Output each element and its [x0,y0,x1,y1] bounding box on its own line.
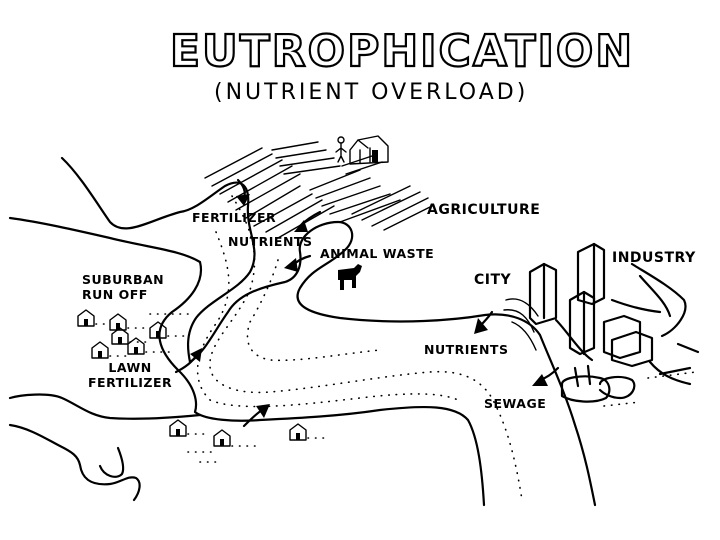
label-fertilizer: FERTILIZER [192,210,277,225]
arrow-icon [174,178,560,428]
page-title: EUTROPHICATION [169,25,635,78]
current-line-2 [196,231,463,408]
river-lower-bank [8,216,486,507]
current-line-3 [246,259,381,362]
farmer-icon [335,136,347,163]
river-tributary [98,446,125,478]
house-icon [169,419,307,447]
river-upper-bank [60,156,597,507]
river-lower-inlet [8,393,202,420]
factory-icon [560,364,636,403]
label-animal-waste: ANIMAL WASTE [320,246,435,261]
label-nutrients-city: NUTRIENTS [424,342,509,357]
river-lower-inlet-bank [8,423,141,502]
page-subtitle: (NUTRIENT OVERLOAD) [214,80,529,105]
lawn-marks-lower [187,433,331,463]
label-lawn-fertilizer: LAWN FERTILIZER [88,360,173,390]
lawn-marks-upper [95,313,191,357]
label-sewage: SEWAGE [484,396,547,411]
rail-marks [603,371,697,407]
agriculture-fields [204,141,433,239]
city-road [503,298,539,351]
label-industry: INDUSTRY [612,250,696,266]
label-suburban-runoff: SUBURBAN RUN OFF [82,272,165,302]
barn-icon [349,135,389,165]
label-nutrients-agriculture: NUTRIENTS [228,234,313,249]
house-icon [77,309,167,359]
label-city: CITY [474,272,512,288]
current-line-1 [209,195,523,501]
skyscraper-icon [528,242,654,368]
label-agriculture: AGRICULTURE [427,202,541,218]
cow-icon [338,264,362,290]
industry-roads [610,262,700,386]
